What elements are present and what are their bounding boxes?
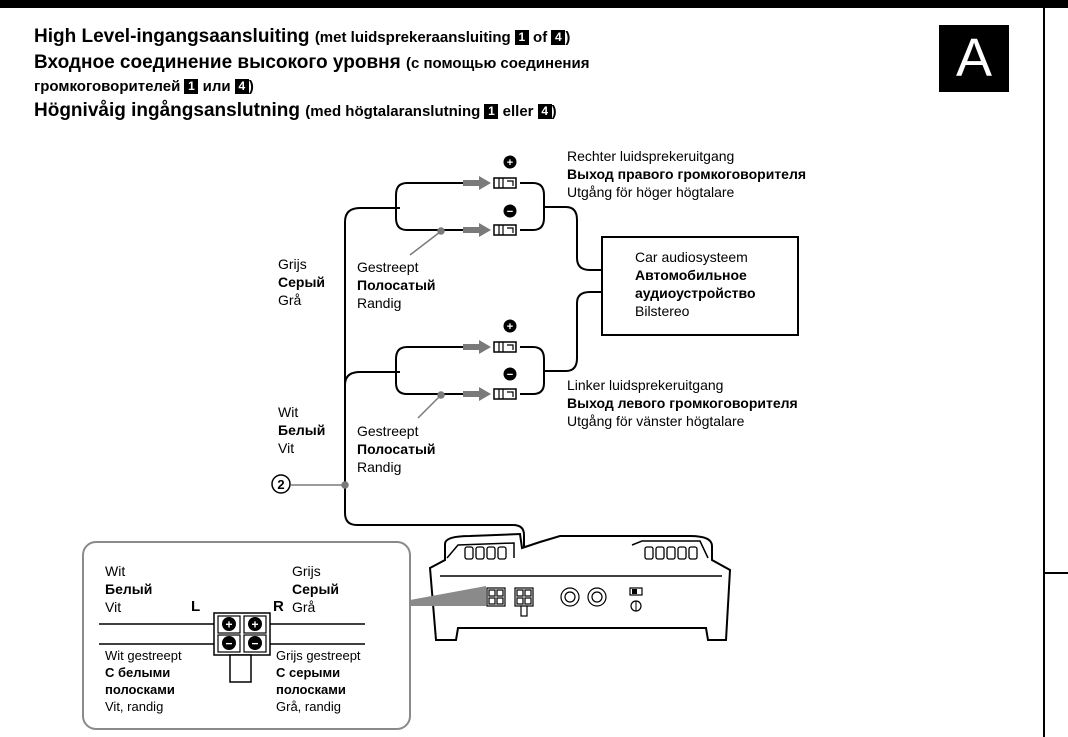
amplifier — [428, 532, 732, 641]
svg-text:−: − — [507, 369, 513, 381]
title-dutch-main: High Level-ingangsaansluiting — [34, 26, 310, 47]
gray-wire-label: Grijs Серый Grå — [278, 256, 326, 308]
plus-icon: + — [248, 617, 262, 632]
svg-text:+: + — [507, 157, 513, 169]
striped-upper-label: Gestreept Полосатый Randig — [357, 259, 436, 311]
plus-icon: + — [503, 155, 517, 169]
svg-text:−: − — [251, 637, 258, 651]
right-border-tick — [1043, 572, 1068, 574]
inset-right-top-label: Grijs Серый Grå — [292, 563, 340, 615]
title-russian: Входное соединение высокого уровня (с по… — [34, 50, 589, 76]
zoom-projection — [410, 586, 486, 606]
plus-icon: + — [503, 319, 517, 333]
title-swedish: Högnivåig ingångsanslutning (med högtala… — [34, 98, 589, 124]
inset-L-label: L — [191, 598, 201, 615]
minus-icon: − — [248, 636, 262, 651]
top-border — [0, 0, 1068, 8]
inset-connector: + + − − — [99, 612, 365, 683]
connector-detail-inset — [82, 541, 411, 730]
svg-text:−: − — [507, 206, 513, 218]
inset-right-bottom-label: Grijs gestreept С серыми полосками Grå, … — [276, 648, 361, 714]
svg-text:−: − — [225, 637, 232, 651]
inset-R-label: R — [273, 598, 284, 615]
leader-lines — [291, 227, 445, 489]
title-russian-cont: громкоговорителей 1 или 4) — [34, 78, 254, 95]
svg-text:+: + — [251, 618, 258, 632]
svg-text:+: + — [225, 618, 232, 632]
plus-icon: + — [222, 617, 236, 632]
inset-left-top-label: Wit Белый Vit — [105, 563, 153, 615]
title-dutch-sub: (met luidsprekeraansluiting 1 of 4) — [314, 29, 571, 46]
title-swedish-sub: (med högtalaranslutning 1 eller 4) — [305, 103, 557, 120]
section-badge: A — [939, 25, 1009, 92]
car-audio-label: Car audiosysteem Автомобильное аудиоустр… — [635, 249, 756, 319]
title-swedish-main: Högnivåig ingångsanslutning — [34, 100, 300, 121]
inset-left-bottom-label: Wit gestreept С белыми полосками Vit, ra… — [105, 648, 182, 714]
car-audio-box: Car audiosysteem Автомобильное аудиоустр… — [601, 236, 799, 336]
title-russian-sub: (с помощью соединения — [405, 55, 590, 72]
right-output-label: Rechter luidsprekeruitgang Выход правого… — [567, 148, 807, 200]
title-block: High Level-ingangsaansluiting (met luids… — [34, 24, 589, 124]
striped-lower-label: Gestreept Полосатый Randig — [357, 423, 436, 475]
right-border — [1043, 8, 1045, 737]
minus-icon: − — [503, 367, 517, 381]
white-wire-label: Wit Белый Vit — [278, 404, 326, 456]
title-russian-main: Входное соединение высокого уровня — [34, 52, 401, 73]
left-output-label: Linker luidsprekeruitgang Выход левого г… — [567, 377, 798, 429]
minus-icon: − — [503, 204, 517, 218]
callout-number: 2 — [271, 474, 291, 494]
svg-text:2: 2 — [277, 477, 284, 492]
svg-text:+: + — [507, 321, 513, 333]
title-dutch: High Level-ingangsaansluiting (met luids… — [34, 24, 589, 50]
wires — [344, 182, 601, 594]
minus-icon: − — [222, 636, 236, 651]
